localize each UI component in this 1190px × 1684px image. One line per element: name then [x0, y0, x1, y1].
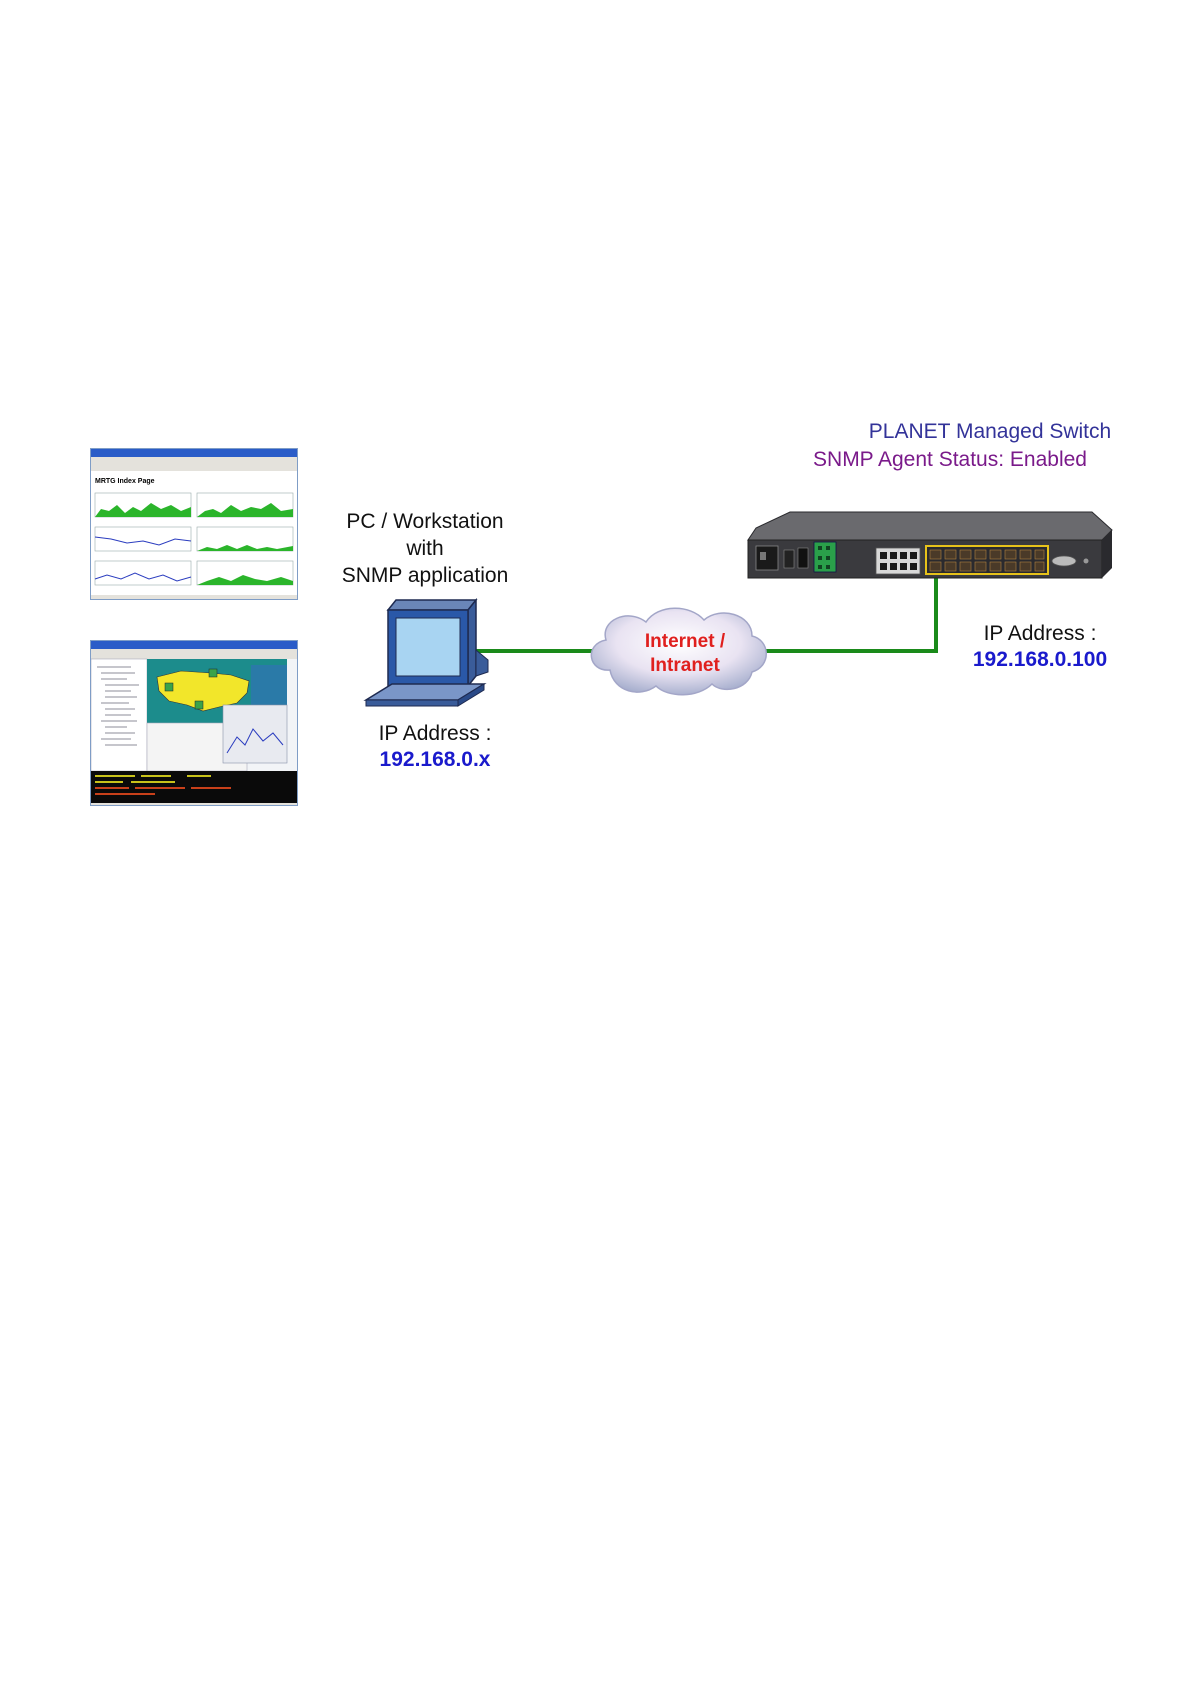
pc-label: PC / Workstation with SNMP application — [330, 508, 520, 589]
cloud-switch-link — [764, 576, 936, 651]
switch-snmp-status: SNMP Agent Status: Enabled — [760, 448, 1140, 472]
pc-workstation-icon — [366, 600, 488, 706]
cloud-label-line1: Internet / — [610, 630, 760, 654]
switch-ip-label: IP Address : — [945, 622, 1135, 646]
switch-ip-address: 192.168.0.100 — [945, 648, 1135, 672]
pc-label-line1: PC / Workstation — [330, 508, 520, 535]
pc-label-line3: SNMP application — [330, 562, 520, 589]
pc-ip-address: 192.168.0.x — [340, 748, 530, 772]
switch-title: PLANET Managed Switch — [830, 420, 1150, 444]
cloud-label: Internet / Intranet — [610, 630, 760, 678]
pc-ip-label: IP Address : — [340, 722, 530, 746]
managed-switch-icon — [748, 512, 1112, 578]
cloud-label-line2: Intranet — [610, 654, 760, 678]
pc-label-line2: with — [330, 535, 520, 562]
